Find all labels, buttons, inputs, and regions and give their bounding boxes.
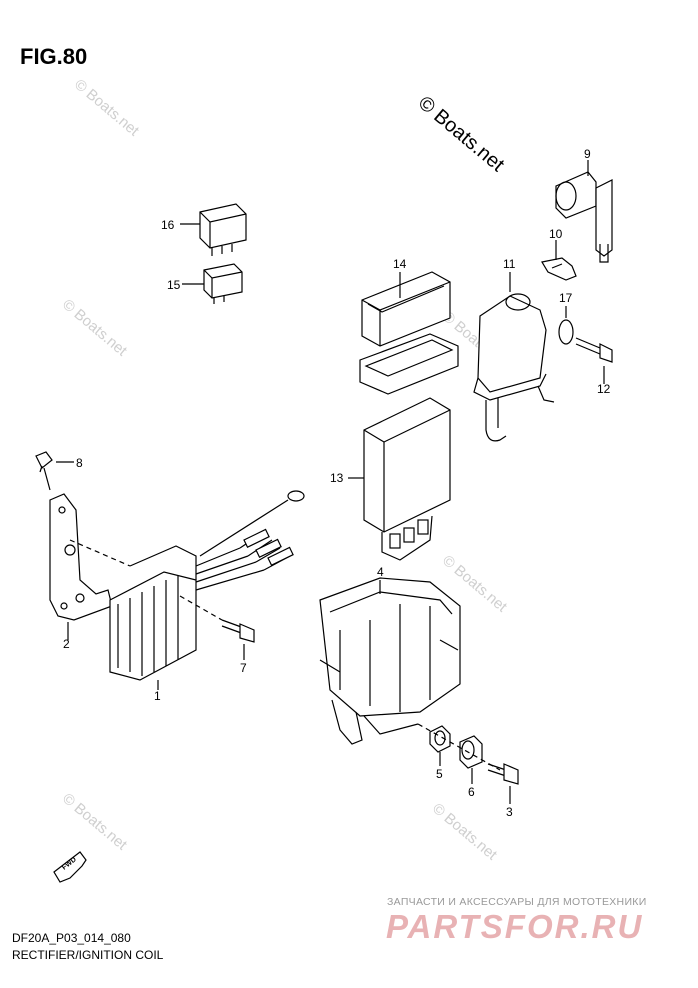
model-code: DF20A_P03_014_080	[12, 931, 131, 945]
callout-11: 11	[503, 257, 516, 271]
bolt-7-part	[221, 619, 255, 643]
bracket-part	[49, 493, 113, 621]
callout-3: 3	[506, 805, 513, 819]
callout-16: 16	[161, 218, 175, 232]
fwd-arrow-icon	[53, 851, 87, 883]
callout-14: 14	[393, 257, 407, 271]
cover-part	[359, 271, 459, 395]
callout-9: 9	[584, 147, 591, 161]
callout-7: 7	[240, 661, 247, 675]
clip-part	[541, 257, 577, 281]
callout-8: 8	[76, 456, 83, 470]
screw-8-part	[35, 451, 53, 491]
cdi-unit-part	[363, 397, 451, 561]
callout-5: 5	[436, 767, 443, 781]
bolt-3-part	[487, 763, 519, 785]
collar-6-part	[459, 735, 483, 769]
plug-cap-part	[555, 171, 613, 263]
callout-17: 17	[559, 291, 573, 305]
callout-12: 12	[597, 382, 611, 396]
callout-15: 15	[167, 278, 181, 292]
callout-13: 13	[330, 471, 344, 485]
washer-part	[558, 319, 574, 345]
callout-10: 10	[549, 227, 563, 241]
callout-4: 4	[377, 565, 384, 579]
rectifier-part	[109, 490, 305, 681]
relay-large-part	[199, 203, 247, 256]
callout-1: 1	[154, 689, 161, 703]
callout-6: 6	[468, 785, 475, 799]
promo-brand-logo: PARTSFOR.RU	[386, 908, 644, 945]
holder-box-part	[319, 577, 461, 745]
bolt-12-part	[575, 337, 613, 363]
diagram-caption: RECTIFIER/IGNITION COIL	[12, 948, 164, 962]
ignition-coil-part	[473, 293, 555, 442]
promo-tagline: ЗАПЧАСТИ И АКСЕССУАРЫ ДЛЯ МОТОТЕХНИКИ	[387, 896, 647, 908]
figure-title: FIG.80	[20, 44, 88, 69]
relay-small-part	[203, 263, 243, 304]
grommet-5-part	[429, 725, 451, 753]
callout-2: 2	[63, 637, 70, 651]
